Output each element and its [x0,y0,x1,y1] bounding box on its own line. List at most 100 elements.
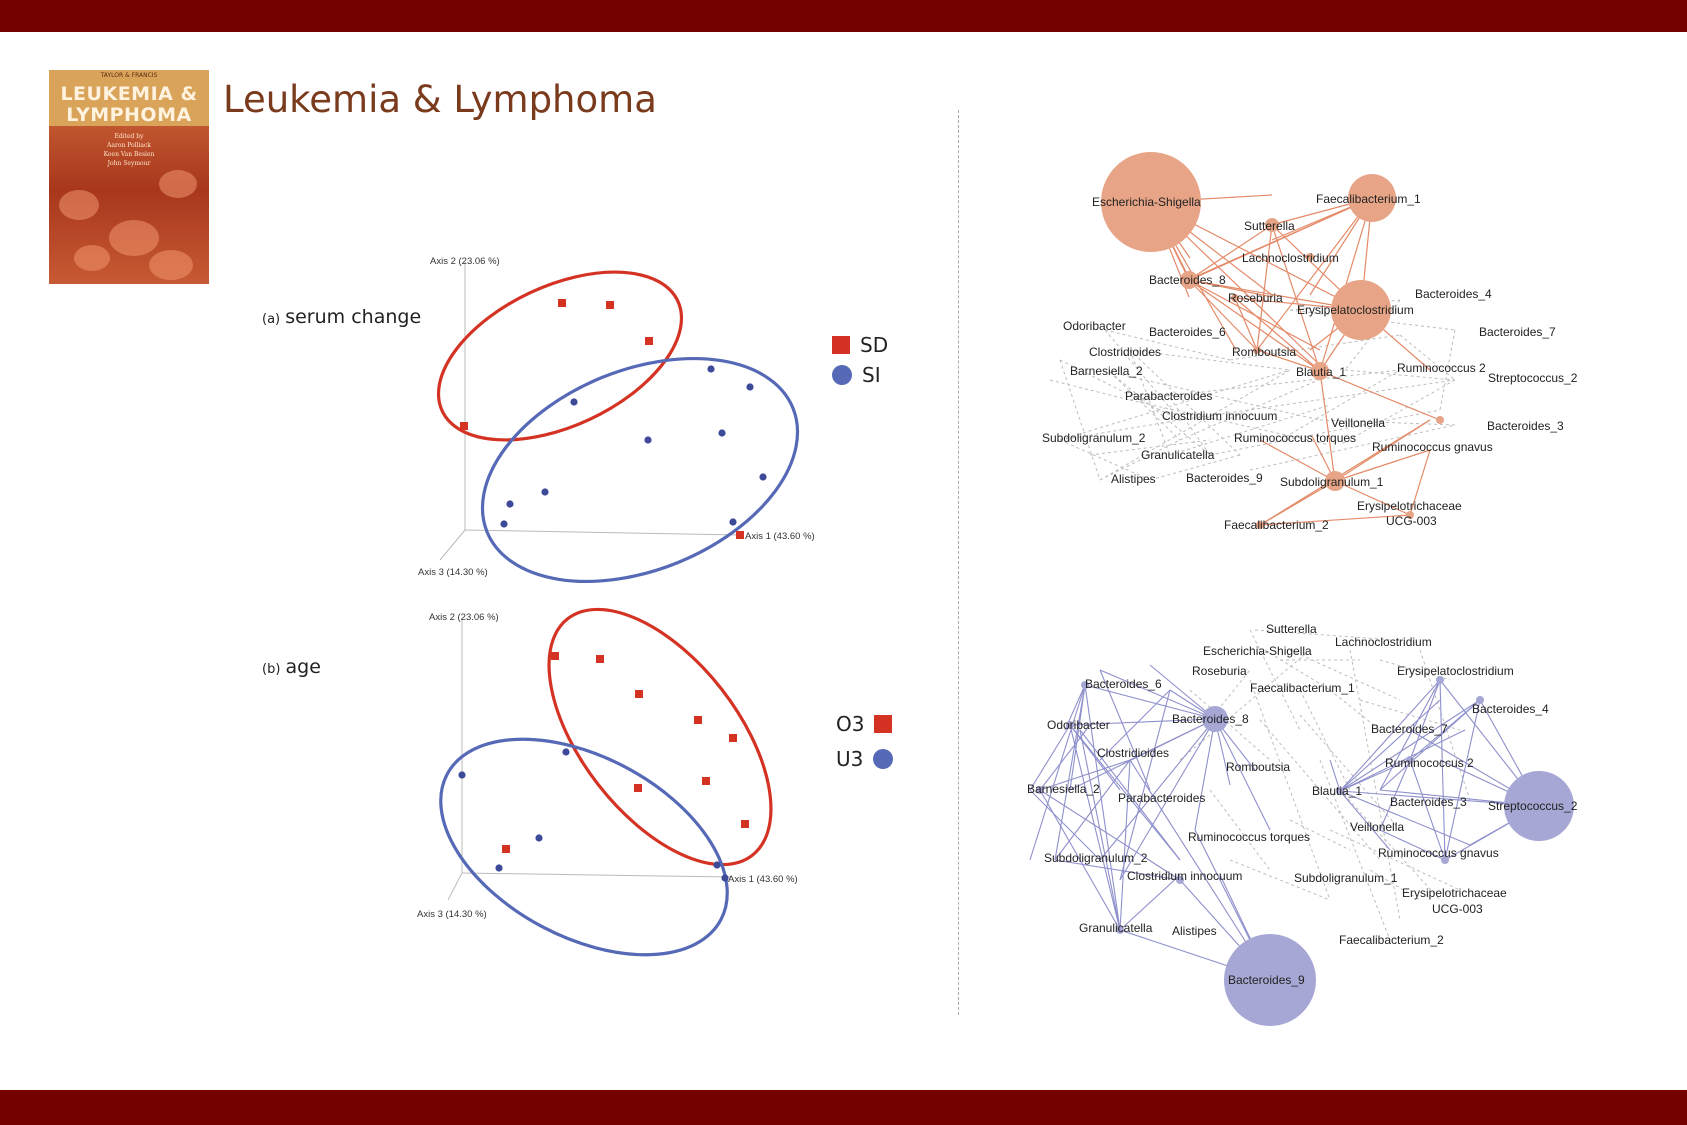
cover-title-line-2: LYMPHOMA [66,104,192,126]
u3-sample-point [458,771,466,779]
node-label: Lachnoclostridium [1242,251,1339,265]
node-label: Erysipelotrichaceae [1402,886,1507,900]
axis2-label: Axis 2 (23.06 %) [429,612,499,623]
node-label: Veillonella [1331,416,1385,430]
panel-b-label: (b) age [262,656,321,678]
node-label: Subdoligranulum_1 [1280,475,1384,489]
si-sample-point [506,500,514,508]
si-sample-point [707,365,715,373]
top-banner [0,0,1687,32]
node-faecalibacterium-1 [1348,174,1396,222]
red-square-icon [874,715,893,733]
node-label: Erysipelatoclostridium [1397,664,1514,678]
si-sample-point [541,488,549,496]
node-label: Escherichia-Shigella [1203,644,1312,658]
node-roseburia [1231,294,1239,302]
axis3-label: Axis 3 (14.30 %) [418,567,488,578]
node-label: Subdoligranulum_2 [1044,851,1148,865]
si-sample-point [746,383,754,391]
node-bacteroides-9 [1224,934,1316,1026]
node-blautia-1 [1311,362,1329,380]
node-label: Blautia_1 [1296,365,1346,379]
node-label: Bacteroides_9 [1228,973,1305,987]
node-label: Clostridioides [1089,345,1161,359]
si-sample-point [500,520,508,528]
si-sample-point [570,398,578,406]
node-label: Streptococcus_2 [1488,371,1578,385]
o3-sample-point [702,777,710,785]
node-label: Subdoligranulum_2 [1042,431,1146,445]
u3-sample-point [535,834,543,842]
node-escherichia-shigella [1101,152,1201,252]
o3-sample-point [502,845,510,853]
si-group-ellipse [480,356,800,584]
si-sample-point [729,518,737,526]
network-b-negative-edges [1179,629,1471,941]
node-label: Bacteroides_7 [1371,722,1448,736]
node-label: Faecalibacterium_2 [1339,933,1444,947]
node-label: Ruminococcus gnavus [1372,440,1493,454]
pcoa-plot-b: Axis 2 (23.06 %) Axis 1 (43.60 %) Axis 3… [417,607,798,957]
si-sample-point [759,473,767,481]
sd-sample-point [558,299,566,307]
node-lachnoclostridium [1306,253,1314,261]
node-label: Bacteroides_7 [1479,325,1556,339]
node-label: Clostridium innocuum [1127,869,1242,883]
legend-sd-label: SD [860,333,889,357]
legend-si-label: SI [862,363,881,387]
o3-sample-point [596,655,604,663]
cover-title-line-1: LEUKEMIA & [60,83,198,105]
node-faecalibacterium-2 [1256,521,1264,529]
node-label: Ruminococcus 2 [1385,756,1474,770]
u3-group-ellipse [439,737,729,957]
axis2-label: Axis 2 (23.06 %) [430,256,500,267]
node-label: Escherichia-Shigella [1092,195,1201,209]
axis1-label: Axis 1 (43.60 %) [745,531,815,542]
node-label: Bacteroides_6 [1149,325,1226,339]
node-blautia-1 [1336,787,1344,795]
blue-circle-icon [832,365,852,385]
o3-sample-point [634,784,642,792]
node-label: Romboutsia [1232,345,1296,359]
panel-a-label: (a) serum change [262,306,421,328]
u3-sample-point [562,748,570,756]
o3-sample-point [729,734,737,742]
node-label: Barnesiella_2 [1070,364,1143,378]
legend-u3: U3 [836,747,894,771]
journal-cover-image: TAYLOR & FRANCIS LEUKEMIA & LYMPHOMA Edi… [49,70,209,284]
vertical-divider [958,110,959,1015]
node-label: Granulicatella [1079,921,1153,935]
node-label: Ruminococcus gnavus [1378,846,1499,860]
node-label: Faecalibacterium_1 [1316,192,1421,206]
o3-sample-point [635,690,643,698]
node-label: Sutterella [1244,219,1295,233]
node-label: Clostridioides [1097,746,1169,760]
sd-sample-point [606,301,614,309]
node-label: Bacteroides_6 [1085,677,1162,691]
axis3-line [439,529,466,561]
network-a: Escherichia-Shigella Faecalibacterium_1 … [1042,152,1578,532]
u3-sample-point [495,864,503,872]
node-label: Ruminococcus torques [1234,431,1356,445]
node-odoribacter [1066,721,1074,729]
node-label: Erysipelatoclostridium [1297,303,1414,317]
legend-o3-label: O3 [836,712,865,736]
node-bacteroides-8 [1180,271,1198,289]
node-label: Faecalibacterium_1 [1250,681,1355,695]
node-label: UCG-003 [1386,514,1437,528]
cover-editor-line: Koen Van Besien [103,151,155,158]
node-erysipelatoclostridium [1436,676,1444,684]
node-bacteroides-4 [1476,696,1484,704]
o3-group-ellipse [547,607,773,867]
legend-sd: SD [832,333,888,357]
node-label: Roseburia [1228,291,1283,305]
node-veillonella [1436,416,1444,424]
red-square-icon [832,336,850,354]
node-label: Ruminococcus 2 [1397,361,1486,375]
node-erysipelotrichaceae [1406,511,1414,519]
node-sutterella [1265,218,1279,232]
legend-si: SI [832,363,881,387]
cover-editors: Edited by Aaron Polliack Koen Van Besien… [49,132,209,168]
bottom-banner [0,1090,1687,1125]
